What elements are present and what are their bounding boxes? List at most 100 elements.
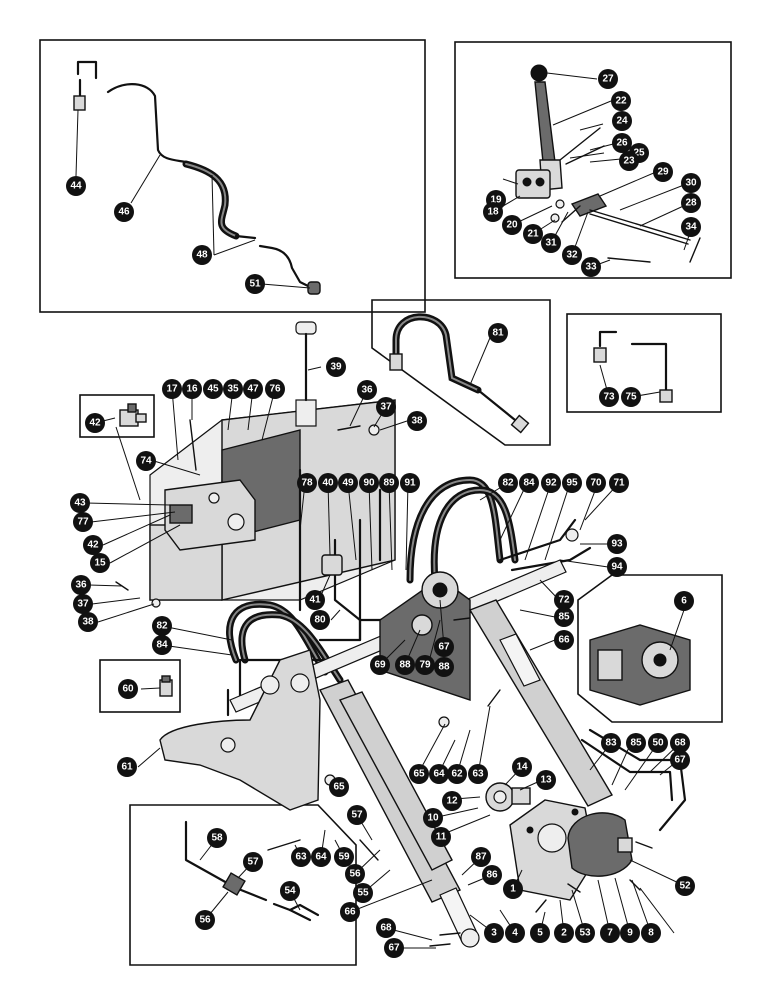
- callout-44: 44: [70, 181, 82, 192]
- callout-35: 35: [227, 384, 239, 395]
- inset-frame-pump: [577, 574, 723, 723]
- callout-41: 41: [309, 595, 321, 606]
- callout-68-lower: 68: [380, 923, 392, 934]
- callout-34: 34: [685, 222, 697, 233]
- callout-82-right: 82: [502, 478, 514, 489]
- callout-85-upper: 85: [558, 612, 570, 623]
- callout-85: 85: [630, 738, 642, 749]
- callout-75: 75: [625, 392, 637, 403]
- callout-83-right: 83: [605, 738, 617, 749]
- callout-33: 33: [585, 262, 597, 273]
- callout-71: 71: [613, 478, 625, 489]
- callout-70: 70: [590, 478, 602, 489]
- callout-66-upper: 66: [558, 635, 570, 646]
- callout-81: 81: [492, 328, 504, 339]
- tube-73-75: [593, 330, 673, 403]
- callout-56-inset: 56: [199, 915, 211, 926]
- callout-11: 11: [436, 832, 447, 843]
- pump-assembly: [485, 782, 653, 901]
- callout-90: 90: [363, 478, 375, 489]
- callout-14: 14: [516, 762, 528, 773]
- callout-79: 79: [419, 660, 431, 671]
- callout-30: 30: [685, 178, 697, 189]
- callout-2: 2: [561, 928, 567, 939]
- callout-62: 62: [451, 769, 463, 780]
- callout-84: 84: [156, 640, 168, 651]
- tube-lower-inset: [184, 820, 320, 922]
- callout-82: 82: [156, 621, 168, 632]
- fitting-60: [159, 675, 173, 697]
- callout-40: 40: [322, 478, 334, 489]
- callout-94: 94: [611, 562, 623, 573]
- tube-assembly-top-left: [73, 60, 321, 295]
- callout-48: 48: [196, 250, 208, 261]
- callout-1: 1: [510, 884, 516, 895]
- callout-10: 10: [427, 813, 439, 824]
- callout-54: 54: [284, 886, 296, 897]
- callout-22: 22: [615, 96, 627, 107]
- callout-64-lower: 64: [315, 852, 327, 863]
- callout-84-right: 84: [523, 478, 535, 489]
- callout-59: 59: [338, 852, 350, 863]
- callout-76: 76: [269, 384, 281, 395]
- callout-57-inset: 57: [247, 857, 259, 868]
- callout-91: 91: [404, 478, 416, 489]
- callout-6: 6: [681, 596, 687, 607]
- valve-fitting-42: [119, 403, 147, 427]
- callout-86: 86: [486, 870, 498, 881]
- callout-53: 53: [579, 928, 591, 939]
- upper-hoses: [226, 476, 687, 832]
- callout-4: 4: [512, 928, 518, 939]
- inset-frame-top-right: [454, 41, 732, 279]
- callout-12: 12: [446, 796, 458, 807]
- inset-frame-top-left: [39, 39, 426, 313]
- callout-89: 89: [383, 478, 395, 489]
- callout-27: 27: [602, 74, 614, 85]
- control-lever-assembly: [515, 64, 701, 263]
- callout-72: 72: [558, 595, 570, 606]
- callout-63: 63: [472, 769, 484, 780]
- callout-87: 87: [475, 852, 487, 863]
- callout-47: 47: [247, 384, 259, 395]
- callout-7: 7: [607, 928, 613, 939]
- callout-93: 93: [611, 539, 623, 550]
- reservoir-tank: [149, 321, 396, 612]
- callout-45: 45: [207, 384, 219, 395]
- callout-77: 77: [77, 517, 89, 528]
- inset-frame-fitting: [99, 659, 181, 713]
- callout-38: 38: [82, 617, 94, 628]
- left-lift-arm: [159, 649, 321, 811]
- callout-67: 67: [674, 755, 686, 766]
- callout-42: 42: [87, 540, 99, 551]
- center-lift-bracket: [379, 571, 471, 701]
- hose-81: [389, 313, 530, 434]
- callout-61: 61: [121, 762, 133, 773]
- callout-8: 8: [648, 928, 654, 939]
- callout-15: 15: [94, 558, 106, 569]
- callout-17: 17: [166, 384, 178, 395]
- callout-25: 25: [633, 148, 645, 159]
- callout-36-upper: 36: [361, 385, 373, 396]
- callout-80: 80: [314, 615, 326, 626]
- callout-78: 78: [301, 478, 313, 489]
- callout-66: 66: [344, 907, 356, 918]
- callout-68: 68: [674, 738, 686, 749]
- callout-39: 39: [330, 362, 342, 373]
- callout-28: 28: [685, 198, 697, 209]
- callout-18: 18: [487, 207, 499, 218]
- callout-37-upper: 37: [380, 402, 392, 413]
- callout-29: 29: [657, 167, 669, 178]
- callout-24: 24: [616, 116, 628, 127]
- callout-64: 64: [433, 769, 445, 780]
- callout-37: 37: [77, 599, 89, 610]
- callout-46: 46: [118, 207, 130, 218]
- callout-5: 5: [537, 928, 543, 939]
- callout-65-lower: 65: [333, 782, 345, 793]
- inset-frame-hose: [371, 299, 551, 446]
- inset-frame-valve: [79, 394, 155, 438]
- callout-20: 20: [506, 220, 518, 231]
- callout-51: 51: [249, 279, 261, 290]
- inset-frame-tube-small: [566, 313, 722, 413]
- callout-49: 49: [342, 478, 354, 489]
